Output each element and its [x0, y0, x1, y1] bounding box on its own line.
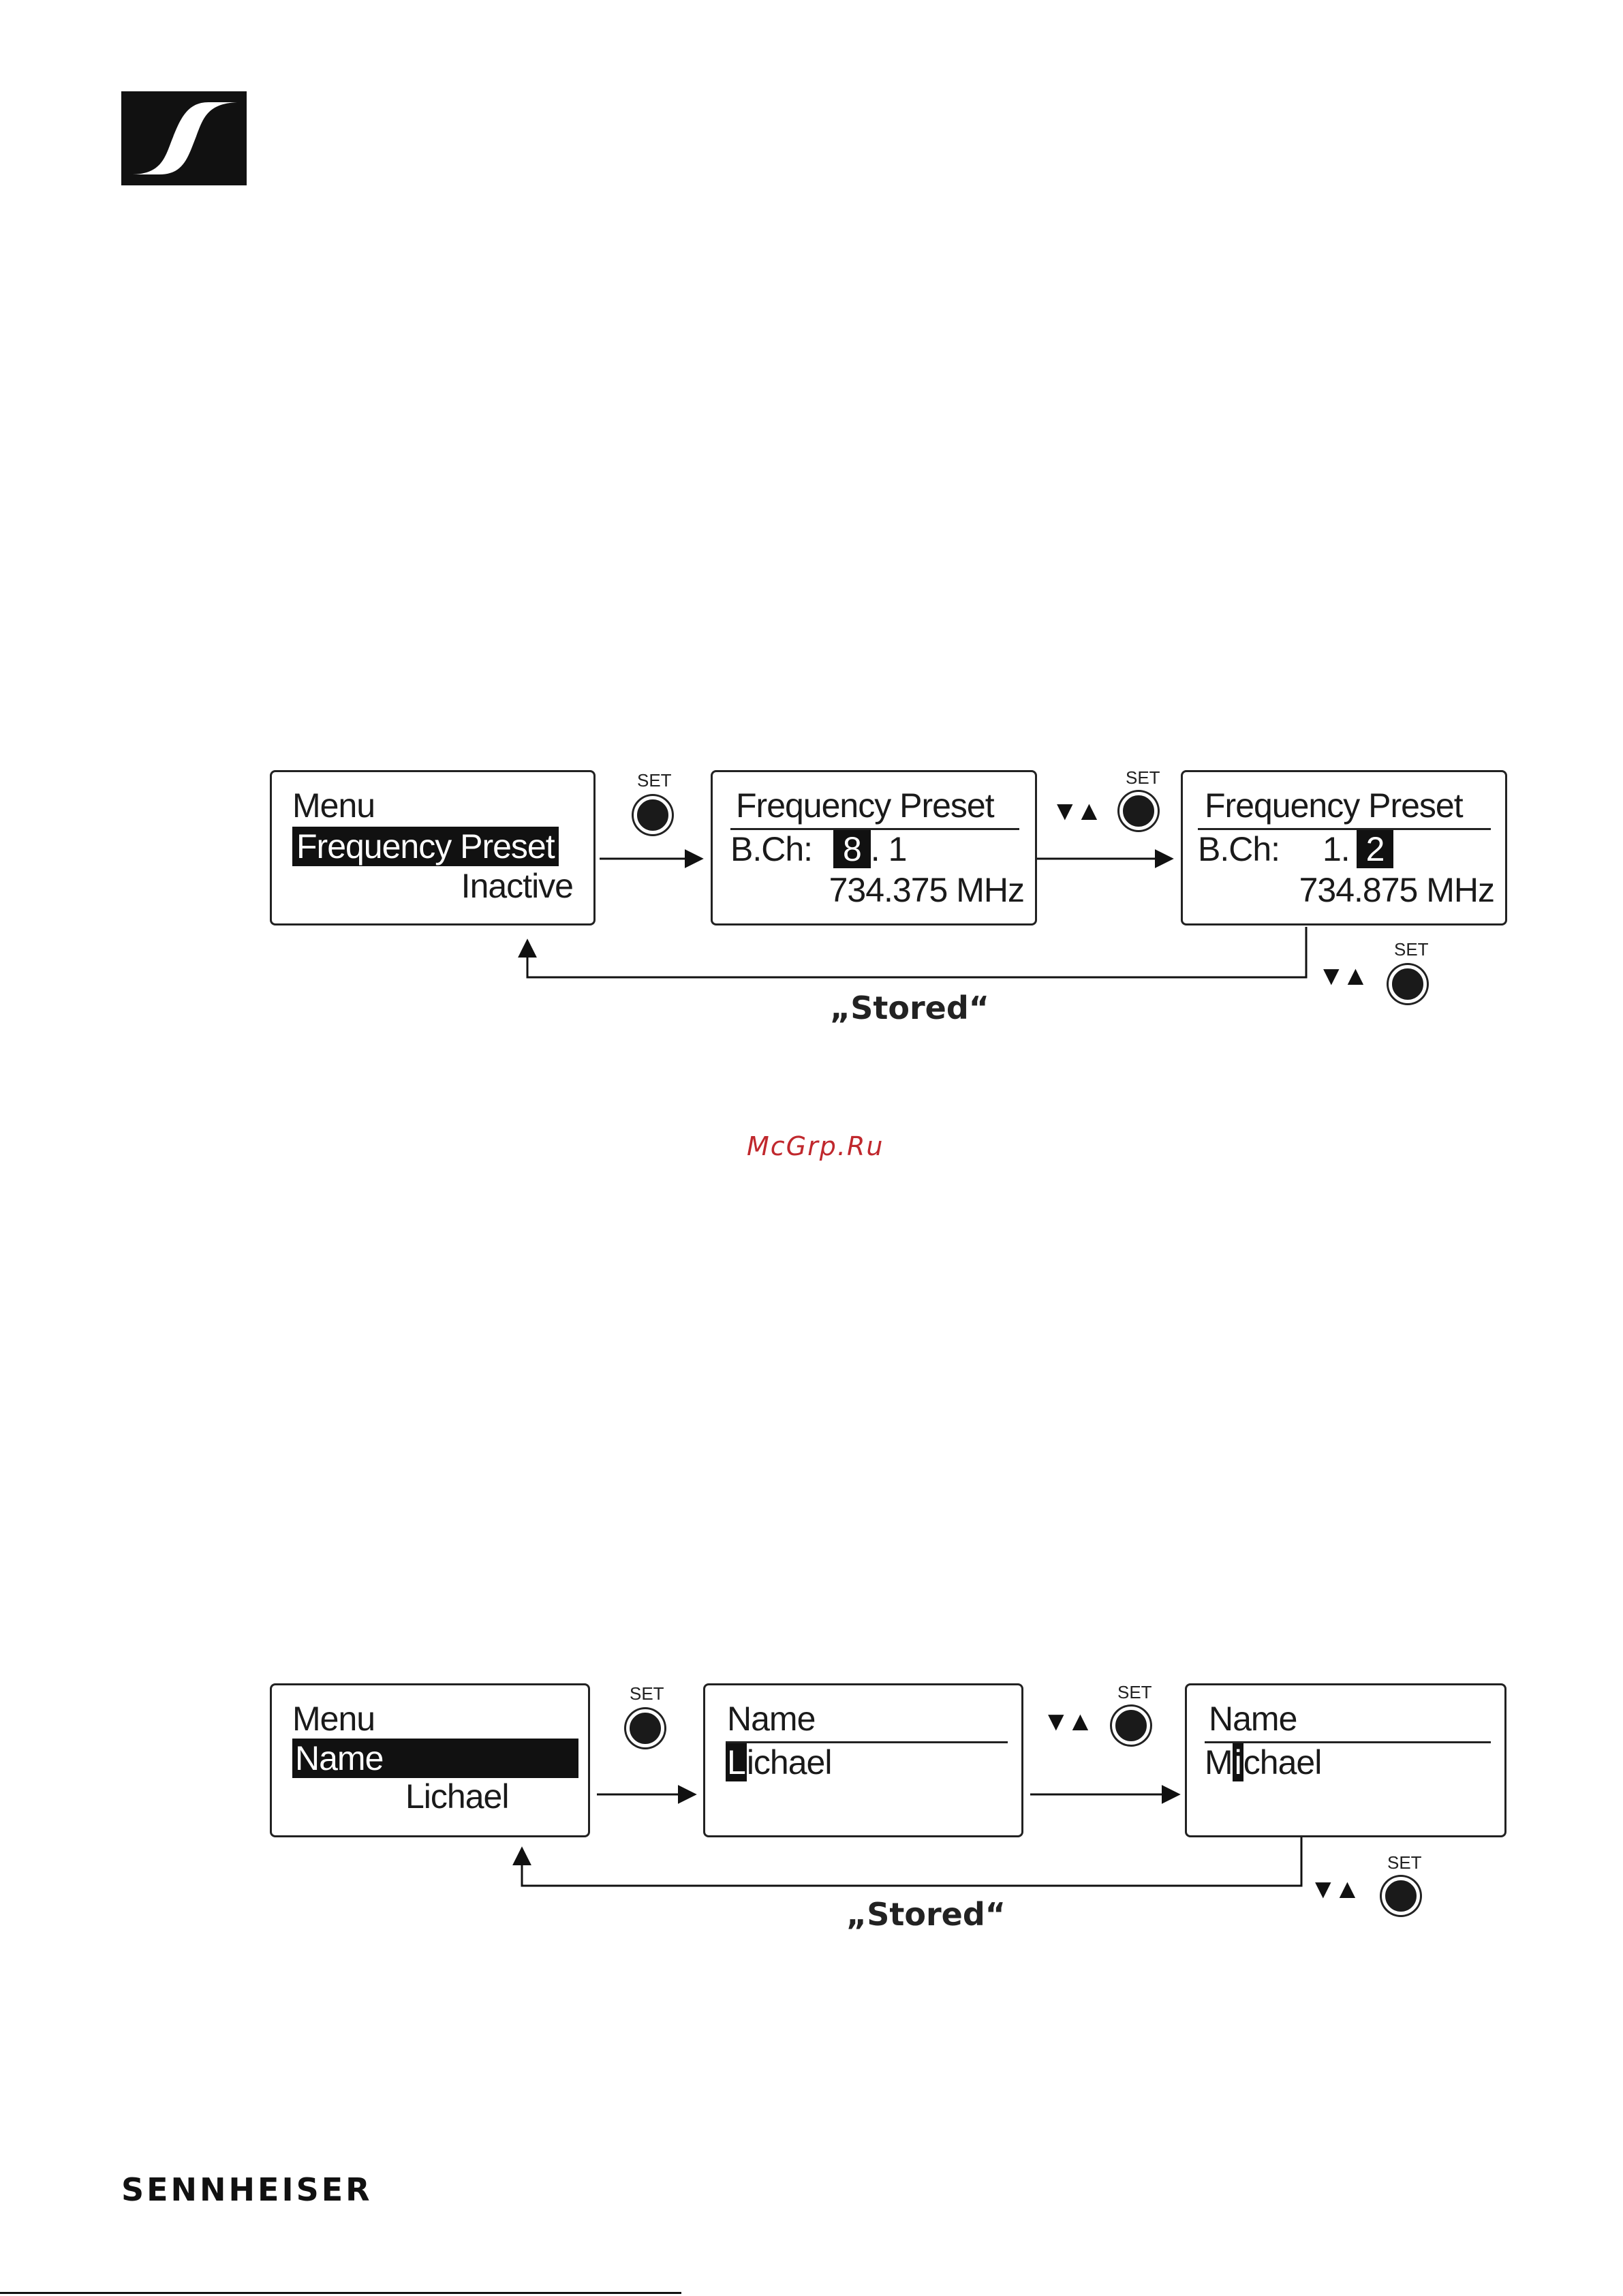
- screen-title: Name: [1209, 1699, 1297, 1739]
- bch-label: B.Ch:: [730, 830, 812, 868]
- nav-set-cluster-2: ▼▲ SET: [1314, 935, 1436, 1010]
- set-button-3: SET: [623, 1683, 670, 1751]
- watermark-text: McGrp.Ru: [747, 1131, 884, 1161]
- bch-selected: 2: [1357, 830, 1394, 868]
- bch-row: B.Ch: 8. 1: [730, 829, 906, 869]
- set-button-icon: [1382, 1877, 1420, 1915]
- menu-value-inactive: Inactive: [461, 866, 573, 906]
- nav-set-cluster-1: ▼▲ SET: [1046, 767, 1169, 836]
- down-up-arrows-icon: ▼▲: [1042, 1706, 1091, 1737]
- set-button-icon: [1119, 792, 1158, 830]
- set-button-icon: [1389, 965, 1427, 1003]
- name-cursor: i: [1233, 1743, 1243, 1781]
- set-label: SET: [637, 770, 672, 791]
- set-button-icon: [626, 1709, 664, 1747]
- set-label: SET: [630, 1683, 664, 1704]
- lcd-screen-name-1: Name Lichael: [703, 1683, 1023, 1837]
- bch-pre: 1.: [1323, 830, 1350, 868]
- bch-selected: 8: [833, 830, 871, 868]
- set-button-1: SET: [630, 770, 678, 838]
- down-up-arrows-icon: ▼▲: [1318, 961, 1366, 992]
- menu-title: Menu: [292, 1699, 375, 1739]
- set-label: SET: [1117, 1682, 1152, 1703]
- set-label: SET: [1394, 939, 1429, 960]
- set-button-icon: [1112, 1706, 1150, 1745]
- stored-label: „Stored“: [830, 990, 989, 1026]
- name-row: Lichael: [726, 1743, 831, 1782]
- screen-title: Frequency Preset: [1205, 786, 1463, 825]
- bch-label: B.Ch:: [1198, 830, 1280, 868]
- set-label: SET: [1387, 1852, 1422, 1873]
- lcd-screen-menu: Menu Frequency Preset Inactive: [270, 770, 596, 925]
- lcd-screen-name-2: Name Michael: [1185, 1683, 1506, 1837]
- lcd-screen-menu-name: Menu Name Lichael: [270, 1683, 590, 1837]
- bch-row: B.Ch: 1.2: [1198, 829, 1393, 869]
- menu-item-frequency-preset: Frequency Preset: [292, 827, 559, 866]
- screen-title: Name: [727, 1699, 815, 1739]
- name-rest: ichael: [747, 1743, 832, 1781]
- down-up-arrows-icon: ▼▲: [1310, 1874, 1358, 1905]
- lcd-screen-frequency-preset-1: Frequency Preset B.Ch: 8. 1 734.375 MHz: [711, 770, 1037, 925]
- menu-value-name: Lichael: [405, 1777, 508, 1816]
- down-up-arrows-icon: ▼▲: [1051, 796, 1100, 827]
- frequency-value: 734.875 MHz: [1299, 870, 1494, 910]
- nav-set-cluster-4: ▼▲ SET: [1307, 1848, 1429, 1923]
- frequency-value: 734.375 MHz: [829, 870, 1024, 910]
- screen-title: Frequency Preset: [736, 786, 994, 825]
- menu-title: Menu: [292, 786, 375, 825]
- name-pre: M: [1205, 1743, 1233, 1781]
- brand-wordmark: SENNHEISER: [121, 2171, 373, 2208]
- set-label: SET: [1126, 767, 1160, 789]
- lcd-screen-frequency-preset-2: Frequency Preset B.Ch: 1.2 734.875 MHz: [1181, 770, 1507, 925]
- menu-item-name: Name: [292, 1739, 578, 1778]
- footer-rule: [0, 2292, 681, 2294]
- nav-set-cluster-3: ▼▲ SET: [1041, 1678, 1164, 1753]
- name-row: Michael: [1205, 1743, 1321, 1782]
- name-rest: chael: [1243, 1743, 1322, 1781]
- bch-rest: . 1: [871, 830, 907, 868]
- name-cursor: L: [726, 1743, 747, 1781]
- stored-label: „Stored“: [846, 1896, 1006, 1933]
- set-button-icon: [634, 796, 672, 834]
